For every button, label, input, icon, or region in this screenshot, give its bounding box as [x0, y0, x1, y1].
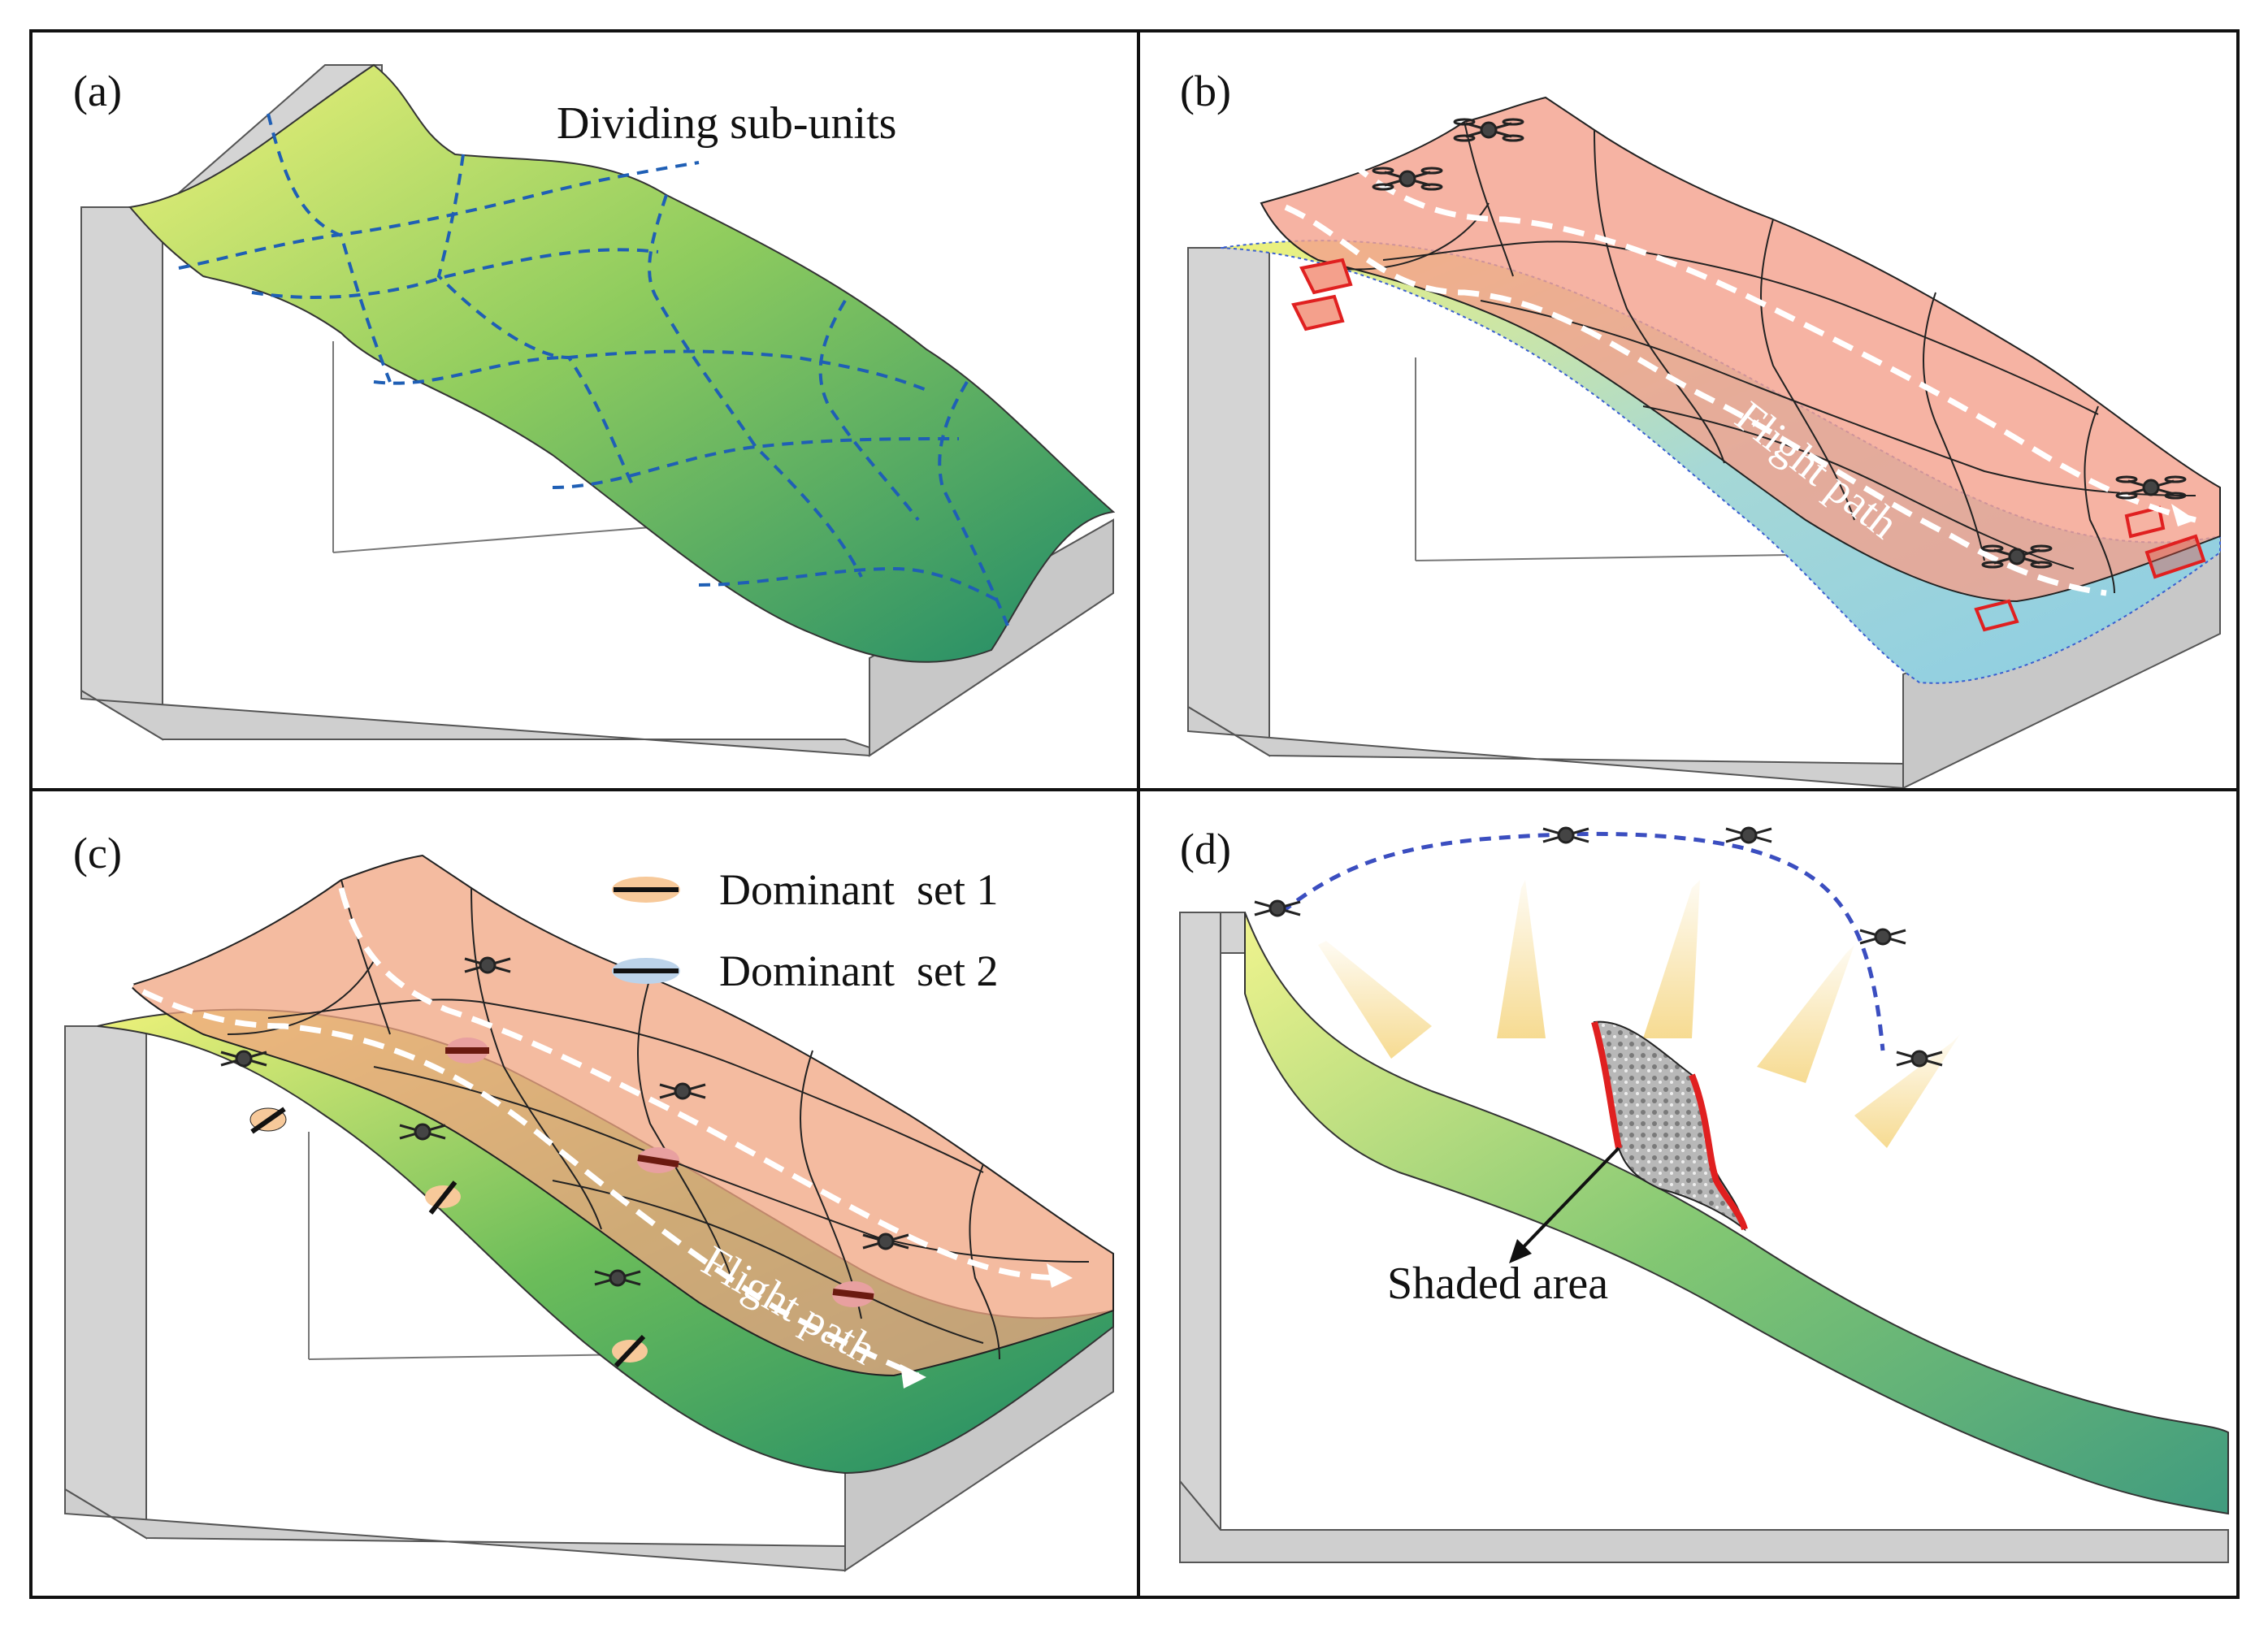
box-left-face: [64, 1025, 147, 1540]
panel-label-a: (a): [73, 67, 122, 115]
caption-shaded-area: Shaded area: [1387, 1259, 1608, 1309]
box-floor: [1187, 705, 1904, 788]
legend: Dominant set 1 Dominant set 2: [612, 865, 998, 995]
box-left-face: [1179, 912, 1221, 1532]
panel-a-drawing: (a) Dividing sub-units: [73, 63, 1116, 757]
panel-b: (b) Flight path: [1139, 32, 2236, 788]
panel-c-drawing: Dominant set 1 Dominant set 2 (c) Flight…: [64, 829, 1114, 1572]
caption-dividing-sub-units: Dividing sub-units: [557, 98, 896, 149]
panel-a: (a) Dividing sub-units: [33, 32, 1138, 788]
box-back-wall: [1220, 912, 1246, 954]
panel-c: Dominant set 1 Dominant set 2 (c) Flight…: [33, 791, 1138, 1595]
box-floor: [64, 1488, 846, 1572]
panel-label-c: (c): [73, 829, 122, 877]
box-left-face: [80, 206, 163, 741]
slope-surface: [128, 63, 1116, 663]
panel-d: (d) Shaded area: [1139, 791, 2236, 1595]
panel-b-drawing: (b) Flight path: [1180, 67, 2221, 788]
legend-label-set-2: Dominant set 2: [719, 947, 998, 995]
legend-label-set-1: Dominant set 1: [719, 865, 998, 914]
panel-label-b: (b): [1180, 67, 1231, 115]
panel-d-drawing: (d) Shaded area: [1179, 825, 2229, 1563]
box-floor: [1179, 1479, 2229, 1563]
box-left-face: [1187, 247, 1270, 757]
panel-label-d: (d): [1180, 825, 1231, 873]
